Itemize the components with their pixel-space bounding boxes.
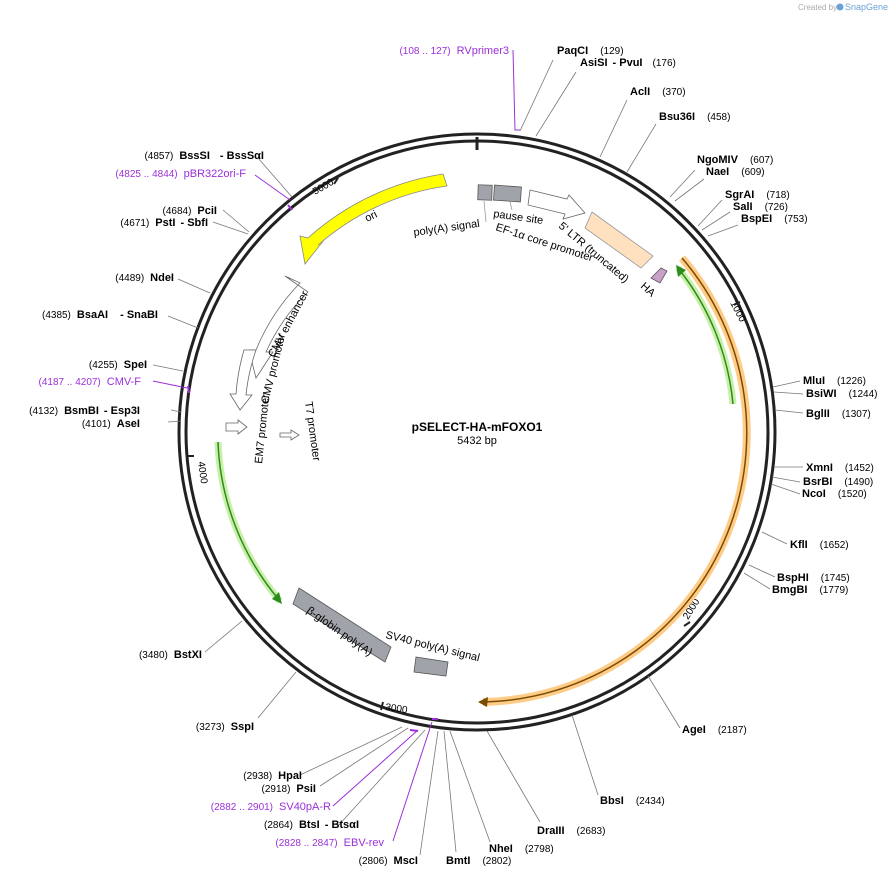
enzyme-label: (2918)PsiI: [262, 783, 316, 795]
enzyme-label: NaeI(609): [706, 166, 765, 178]
cmv-enhancer-feature[interactable]: [248, 275, 309, 379]
enzyme-label: XmnI(1452): [806, 462, 874, 474]
enzyme-label: (4385)BsaAI- SnaBI: [42, 309, 158, 321]
enzyme-label: PaqCI(129): [557, 45, 624, 57]
em7-promoter-label: EM7 promoter: [253, 393, 272, 464]
enzyme-label: (4255)SpeI: [89, 359, 147, 371]
enzyme-label: NheI(2798): [489, 843, 554, 855]
enzyme-label: BsiWI(1244): [806, 388, 877, 400]
ha-label: HA: [638, 280, 658, 300]
credit-brand: SnapGene: [845, 2, 888, 12]
enzyme-label: BmgBI(1779): [772, 584, 848, 596]
orf-orange-arc[interactable]: [482, 255, 751, 706]
enzyme-label: BglII(1307): [806, 408, 871, 420]
cmv-promoter-feature[interactable]: [229, 349, 257, 411]
em7-promoter-feature[interactable]: [225, 419, 248, 435]
enzyme-label: (4132)BsmBI- Esp3I: [29, 405, 140, 417]
enzyme-label: (4489)NdeI: [115, 272, 174, 284]
enzyme-label: AsiSI- PvuI(176): [580, 57, 676, 69]
enzyme-label: DraIII(2683): [537, 825, 605, 837]
orf-green-left-arc[interactable]: [214, 441, 283, 604]
enzyme-label: SalI(726): [733, 201, 788, 213]
credit-prefix: Created by: [798, 3, 837, 12]
enzyme-label: NcoI(1520): [802, 488, 867, 500]
enzyme-label: (2806)MscI: [359, 855, 418, 867]
primer-label: (2828 .. 2847)EBV-rev: [275, 837, 384, 849]
enzyme-label: BmtI(2802): [446, 855, 511, 867]
sv40-polya-feature[interactable]: [413, 656, 449, 677]
enzyme-labels: PaqCI(129) AsiSI- PvuI(176) AclI(370) Bs…: [29, 45, 877, 867]
tick-label: 3000: [385, 702, 409, 716]
ha-feature[interactable]: [650, 267, 668, 284]
beta-globin-feature[interactable]: [292, 587, 392, 663]
primer-label: (108 .. 127)RVprimer3: [399, 45, 509, 57]
primer-label: (4187 .. 4207)CMV-F: [39, 376, 142, 388]
enzyme-label: (4684)PciI: [163, 205, 217, 217]
enzyme-label: (2864)BtsI- BtsαI: [264, 819, 359, 831]
enzyme-label: AclI(370): [630, 86, 686, 98]
primer-label: (4825 .. 4844)pBR322ori-F: [115, 168, 246, 180]
polya-signal-label: poly(A) signal: [413, 218, 481, 239]
primer-label: (2882 .. 2901)SV40pA-R: [211, 801, 331, 813]
plasmid-size: 5432 bp: [457, 435, 497, 447]
enzyme-label: MluI(1226): [803, 375, 866, 387]
backbone: [177, 132, 777, 732]
enzyme-label: (3273)SspI: [196, 721, 254, 733]
enzyme-label: Bsu36I(458): [659, 111, 730, 123]
ori-feature[interactable]: [299, 173, 448, 265]
enzyme-label: AgeI(2187): [682, 724, 747, 736]
snapgene-logo-icon: [836, 3, 844, 11]
ltr-feature[interactable]: [584, 211, 654, 269]
enzyme-label: NgoMIV(607): [697, 154, 773, 166]
t7-promoter-feature[interactable]: [279, 429, 300, 441]
primer-labels: (108 .. 127)RVprimer3 (4825 .. 4844)pBR3…: [39, 45, 510, 849]
ori-label: ori: [363, 209, 379, 225]
enzyme-label: BspEI(753): [741, 213, 808, 225]
enzyme-label: SgrAI(718): [725, 189, 790, 201]
polya-box-1[interactable]: [477, 184, 493, 201]
polya-box-2[interactable]: [493, 184, 522, 203]
enzyme-label: (4857)BssSI- BssSαI: [144, 150, 264, 162]
tick-label: 4000: [195, 461, 209, 485]
enzyme-label: (4671)PstI- SbfI: [120, 217, 208, 229]
enzyme-label: (4101)AseI: [82, 418, 140, 430]
sv40-polya-label: SV40 poly(A) signal: [384, 629, 481, 664]
enzyme-label: KflI(1652): [790, 539, 849, 551]
ef1a-feature[interactable]: [527, 189, 586, 220]
enzyme-leaders: [152, 59, 804, 856]
primer-markers: [152, 49, 520, 842]
enzyme-label: (2938)HpaI: [243, 770, 302, 782]
t7-promoter-label: T7 promoter: [302, 401, 322, 462]
enzyme-label: BspHI(1745): [777, 572, 850, 584]
enzyme-label: BbsI(2434): [600, 795, 665, 807]
enzyme-label: BsrBI(1490): [803, 476, 873, 488]
plasmid-name: pSELECT-HA-mFOXO1: [412, 420, 543, 434]
enzyme-label: (3480)BstXI: [139, 649, 202, 661]
